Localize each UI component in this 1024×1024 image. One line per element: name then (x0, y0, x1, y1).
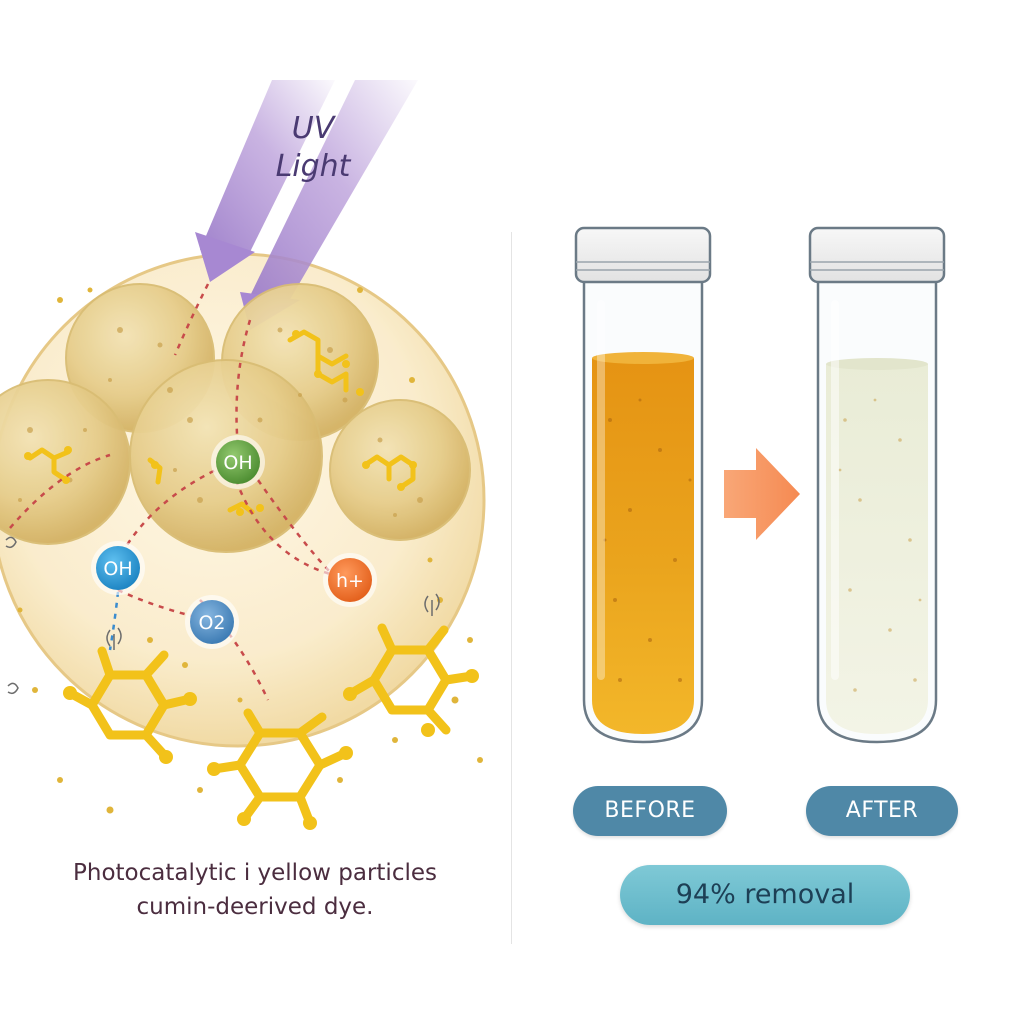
svg-text:OH: OH (103, 558, 132, 580)
blue-pathway (108, 591, 120, 651)
svg-text:OH: OH (223, 452, 252, 474)
leaf-icon (5, 536, 440, 695)
after-test-tube (808, 226, 946, 744)
caption-line-2: cumin-deerived dye. (136, 894, 374, 920)
o2-ion: O2 (185, 595, 239, 649)
after-label: AFTER (806, 786, 958, 836)
removal-badge: 94% removal (620, 865, 910, 925)
diagram-caption: Photocatalytic ⅰ yellow particles cumin-… (20, 856, 490, 924)
uv-label-line-1: UV (291, 111, 335, 146)
before-test-tube (574, 226, 712, 744)
before-after-arrow (724, 448, 800, 540)
panel-divider (511, 232, 512, 944)
before-label: BEFORE (573, 786, 727, 836)
h-plus-ion: h+ (323, 553, 377, 607)
dye-molecules (65, 623, 477, 828)
oh-left-ion: OH (91, 541, 145, 595)
uv-light-label: UV Light (258, 110, 368, 186)
svg-text:h+: h+ (336, 570, 364, 592)
oh-center-ion: OH (211, 435, 265, 489)
svg-text:O2: O2 (198, 612, 225, 634)
dye-dots (24, 330, 417, 516)
uv-label-line-2: Light (275, 149, 351, 184)
dye-molecule-nodes (63, 669, 479, 830)
caption-line-1: Photocatalytic ⅰ yellow particles (73, 860, 437, 886)
catalyst-particles (0, 283, 471, 553)
